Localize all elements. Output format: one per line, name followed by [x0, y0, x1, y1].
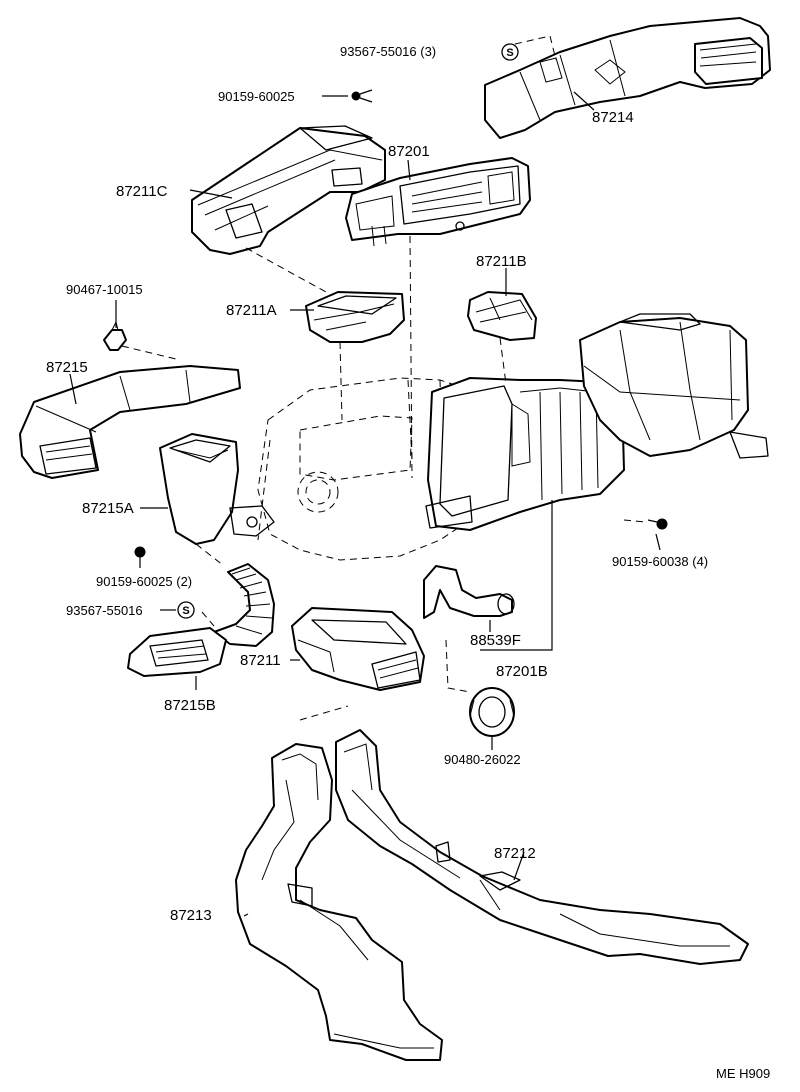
register-87201[interactable]: [345, 157, 531, 247]
duct-87211[interactable]: [291, 607, 425, 691]
duct-87211a[interactable]: [305, 291, 405, 343]
duct-87211c[interactable]: [191, 125, 386, 255]
duct-87214[interactable]: [484, 17, 771, 139]
label-87201: 87201: [388, 143, 430, 160]
s-mark-left: S: [177, 601, 195, 619]
clip-90467-10015[interactable]: [103, 320, 127, 351]
blower-assembly[interactable]: [579, 313, 769, 459]
label-87211b: 87211B: [476, 253, 527, 270]
drain-hose-88539f[interactable]: [423, 565, 515, 619]
evaporator-case[interactable]: [425, 377, 625, 531]
label-87211a: 87211A: [226, 302, 277, 319]
label-90159-60025-2: 90159-60025 (2): [96, 574, 192, 589]
bracket-87211b[interactable]: [467, 291, 537, 341]
label-87214: 87214: [592, 109, 634, 126]
grommet-90480-26022[interactable]: [469, 687, 515, 737]
label-88539f: 88539F: [470, 632, 521, 649]
screw-90159-60038-4[interactable]: [647, 518, 668, 530]
label-87215: 87215: [46, 359, 88, 376]
svg-text:S: S: [182, 605, 189, 617]
label-93567-55016-3: 93567-55016 (3): [340, 44, 436, 59]
label-87212: 87212: [494, 845, 536, 862]
label-93567-55016: 93567-55016: [66, 603, 143, 618]
svg-text:S: S: [506, 47, 513, 59]
leader-lines: [69, 91, 661, 917]
duct-87215[interactable]: [19, 365, 241, 479]
label-90467-10015: 90467-10015: [66, 282, 143, 297]
label-90159-60038-4: 90159-60038 (4): [612, 554, 708, 569]
label-87201b: 87201B: [496, 663, 548, 680]
s-mark-top: S: [501, 43, 519, 61]
label-87211: 87211: [240, 652, 281, 669]
label-90159-60025: 90159-60025: [218, 89, 295, 104]
label-87213: 87213: [170, 907, 212, 924]
assembly-lines: [121, 35, 647, 721]
screw-90159-60025[interactable]: [351, 89, 373, 103]
label-90480-26022: 90480-26022: [444, 752, 521, 767]
label-87215b: 87215B: [164, 697, 216, 714]
label-87215a: 87215A: [82, 500, 134, 517]
elbow-87215a[interactable]: [159, 433, 275, 545]
screw-90159-60025-2[interactable]: [134, 546, 146, 568]
hose-87215b[interactable]: [127, 563, 275, 677]
floor-duct-87213[interactable]: [235, 743, 443, 1061]
label-87211c: 87211C: [116, 183, 168, 200]
diagram-code: ME H909: [716, 1066, 770, 1081]
floor-duct-87212[interactable]: [335, 729, 749, 965]
